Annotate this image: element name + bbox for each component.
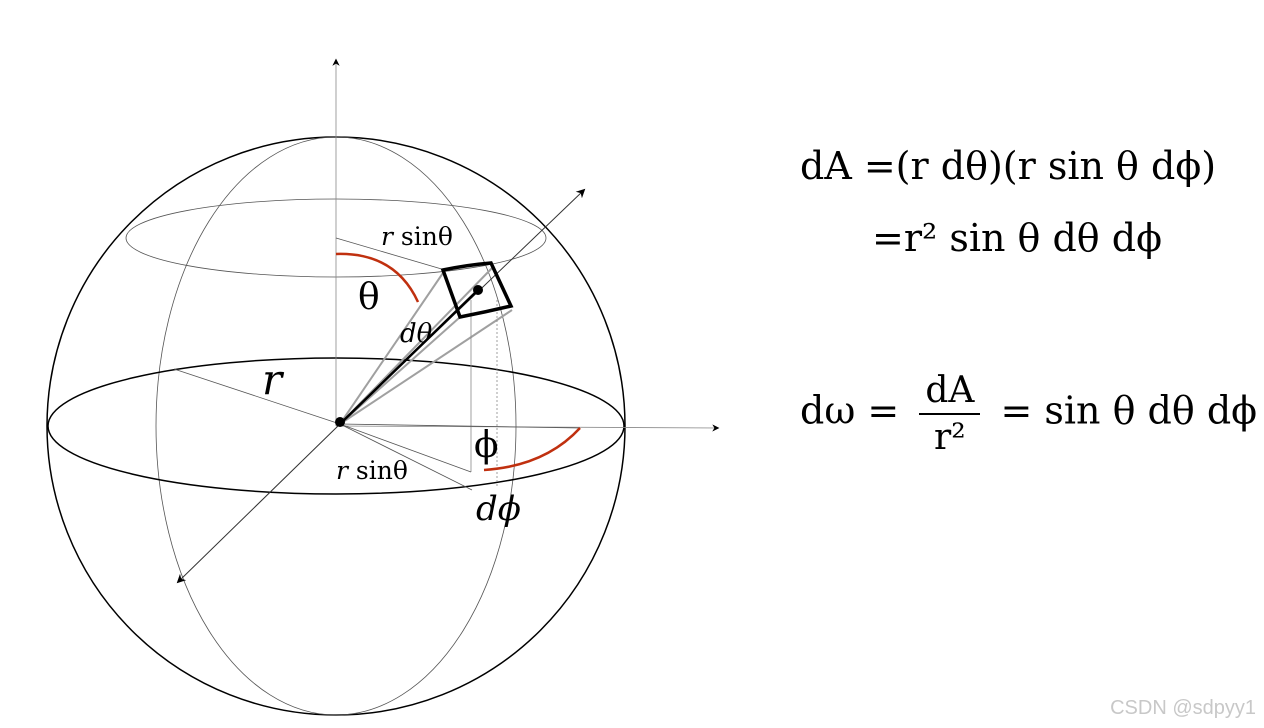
area-equation-line1: dA =(r dθ)(r sin θ dϕ) [800,144,1217,188]
projection-lines [339,423,581,491]
label-rsin-top-r: r [381,222,395,251]
solid-angle-numerator: dA [919,370,981,415]
label-dphi: dϕ [476,489,521,529]
solid-angle-lhs: dω = [800,388,900,433]
label-r: r [262,355,285,404]
phi-arc [483,427,581,472]
solid-angle-rhs: = sin θ dθ dϕ [1000,388,1258,433]
y-axis [176,423,341,584]
label-rsin-top-rest: sinθ [401,222,453,251]
theta-arc [335,252,420,303]
watermark: CSDN @sdpyy1 [1110,697,1256,719]
label-rsin-bottom-r: r [336,456,350,485]
main-radius [339,289,479,425]
area-equation-line2: =r² sin θ dθ dϕ [872,216,1162,260]
patch-center-dot [473,285,483,295]
area-element [440,261,514,320]
radius-line [173,368,341,425]
label-dtheta: dθ [400,319,433,349]
solid-angle-equation: dω = dA r² = sin θ dθ dϕ [800,370,1257,458]
label-theta: θ [358,277,380,318]
label-phi: ϕ [474,425,499,466]
solid-angle-denominator: r² [934,417,966,458]
top-rsin-line [335,237,446,271]
label-rsin-top: r sinθ [381,222,453,251]
origin-dot [335,417,345,427]
label-rsin-bottom-rest: sinθ [356,456,408,485]
solid-angle-fraction: dA r² [919,370,981,458]
label-rsin-bottom: r sinθ [336,456,408,485]
